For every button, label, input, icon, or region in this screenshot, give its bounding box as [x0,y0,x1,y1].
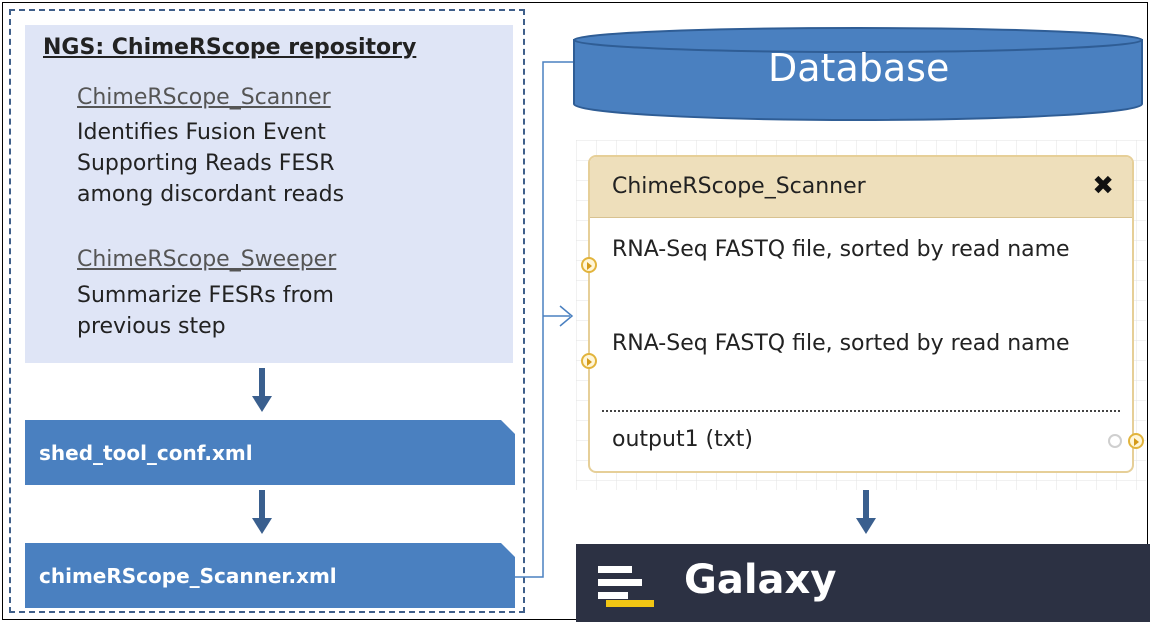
banner-corner [501,543,515,557]
connector-to-database [515,61,575,578]
tool-node-title: ChimeRScope_Scanner [612,174,866,199]
tool-node-header[interactable]: ChimeRScope_Scanner ✖ [590,157,1132,218]
down-arrow-icon [252,368,272,412]
close-icon[interactable]: ✖ [1092,171,1114,201]
tool-link-sweeper[interactable]: ChimeRScope_Sweeper [77,247,337,272]
output-port-icon[interactable] [1128,433,1144,449]
gear-icon[interactable] [1108,434,1122,448]
input-port-icon[interactable] [581,353,597,369]
tool-node-input: RNA-Seq FASTQ file, sorted by read name [612,331,1070,356]
repository-panel: NGS: ChimeRScope repository ChimeRScope_… [25,25,513,363]
down-arrow-icon [252,490,272,534]
repository-title: NGS: ChimeRScope repository [43,35,417,60]
tool-link-scanner[interactable]: ChimeRScope_Scanner [77,85,331,110]
repository-group-outline [9,9,525,613]
connector-arrowhead [559,305,574,327]
tool-node[interactable]: ChimeRScope_Scanner ✖ RNA-Seq FASTQ file… [588,155,1134,473]
database-label: Database [768,46,950,90]
config-banner-shed-tool-conf: shed_tool_conf.xml [25,420,515,485]
down-arrow-icon [856,490,876,534]
tool-description-line: Identifies Fusion Event [77,120,326,145]
galaxy-title: Galaxy [684,557,837,603]
tool-description-sweeper: Summarize FESRs from previous step [77,280,334,342]
tool-description-line: previous step [77,314,226,339]
config-file-label: chimeRScope_Scanner.xml [39,564,337,588]
tool-node-input: RNA-Seq FASTQ file, sorted by read name [612,237,1070,262]
tool-description-line: among discordant reads [77,182,345,207]
divider [602,410,1120,412]
config-banner-scanner-xml: chimeRScope_Scanner.xml [25,543,515,608]
galaxy-logo-icon [598,566,654,607]
tool-description-line: Supporting Reads FESR [77,151,335,176]
config-file-label: shed_tool_conf.xml [39,441,253,465]
tool-description-line: Summarize FESRs from [77,283,334,308]
galaxy-masthead [576,544,1150,622]
banner-corner [501,420,515,434]
tool-node-output: output1 (txt) [612,427,753,452]
input-port-icon[interactable] [581,257,597,273]
tool-description-scanner: Identifies Fusion Event Supporting Reads… [77,117,344,210]
database-cylinder-icon [573,27,1143,121]
